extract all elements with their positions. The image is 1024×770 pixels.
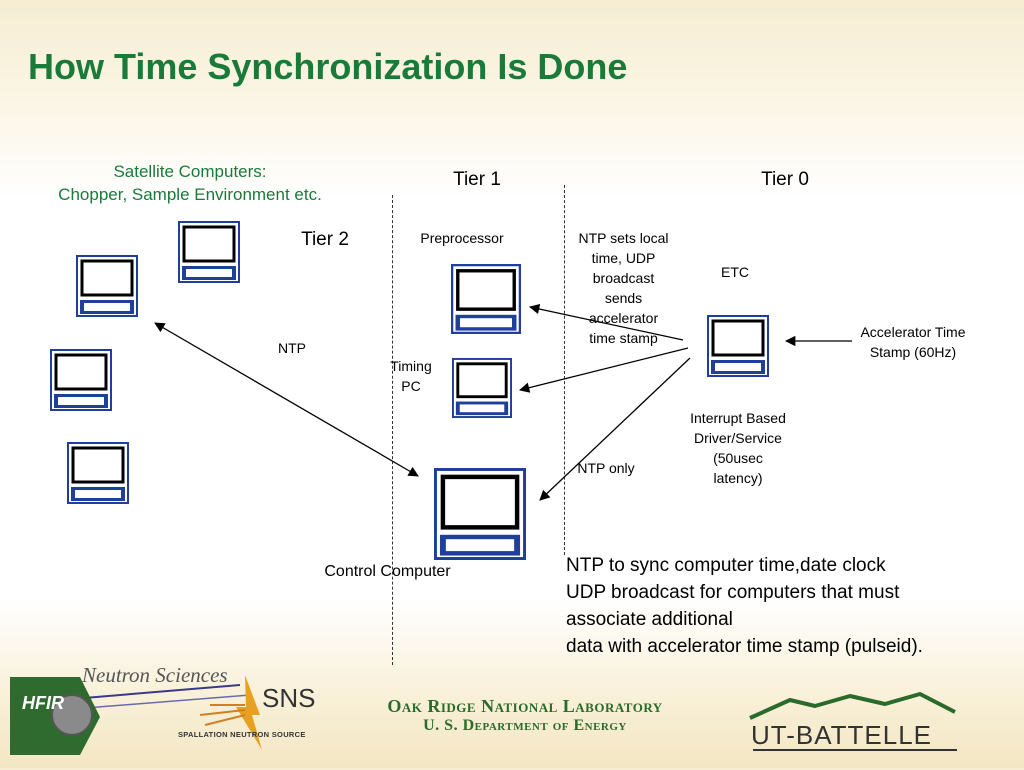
arrow-ntp-satellite-control — [154, 322, 419, 477]
accel-ts-line1: Accelerator Time — [860, 324, 966, 340]
etc-label: ETC — [721, 264, 749, 280]
timing-pc-label-line2: PC — [401, 378, 421, 394]
interrupt-line: Interrupt Based — [690, 410, 786, 426]
neutron-sciences-text: Neutron Sciences — [82, 663, 228, 687]
sync-note-line: UDP broadcast for computers that must — [566, 582, 900, 603]
ut-battelle-mountain-icon — [749, 692, 957, 751]
satellite-computer-3-icon — [50, 349, 112, 411]
ntp-only-label: NTP only — [577, 460, 635, 476]
accelerator-time-stamp-label: Accelerator Time Stamp (60Hz) — [838, 322, 988, 362]
accel-ts-line2: Stamp (60Hz) — [869, 344, 957, 360]
satellite-computer-1-icon — [178, 221, 240, 283]
slide-title: How Time Synchronization Is Done — [28, 46, 628, 87]
ornl-line1: Oak Ridge National Laboratory — [387, 696, 663, 716]
ntp-sets-line: accelerator — [588, 310, 659, 326]
sync-notes: NTP to sync computer time,date clock UDP… — [566, 552, 1016, 660]
control-computer-label: Control Computer — [324, 563, 451, 580]
ntp-sets-line: NTP sets local — [578, 230, 669, 246]
control-computer-icon — [434, 468, 526, 560]
interrupt-line: latency) — [713, 470, 763, 486]
interrupt-line: (50usec — [713, 450, 763, 466]
satellite-computer-4-icon — [67, 442, 129, 504]
sync-note-line: associate additional — [566, 609, 733, 630]
tier-divider-right — [564, 185, 565, 555]
tier0-label: Tier 0 — [761, 169, 809, 190]
tier1-label: Tier 1 — [453, 169, 501, 190]
ntp-sets-line: sends — [604, 290, 643, 306]
interrupt-line: Driver/Service — [694, 430, 782, 446]
ntp-sets-line: time, UDP — [591, 250, 656, 266]
tier2-label: Tier 2 — [301, 229, 349, 250]
sync-note-line: NTP to sync computer time,date clock — [566, 555, 886, 576]
etc-computer-icon — [707, 315, 769, 377]
neutron-sciences-graphic — [10, 675, 262, 755]
interrupt-driver-note: Interrupt Based Driver/Service (50usec l… — [668, 408, 808, 488]
ntp-label: NTP — [278, 340, 306, 356]
arrow-etc-control — [539, 357, 691, 501]
neutron-sciences-logo: Neutron Sciences HFIR SNS SPALLATION NEU… — [0, 655, 320, 765]
sns-text: SNS — [262, 683, 316, 713]
preprocessor-computer-icon — [451, 264, 521, 334]
ornl-line2: U. S. Department of Energy — [423, 717, 627, 734]
ut-battelle-text: UT-BATTELLE — [751, 720, 933, 750]
ut-battelle-logo: UT-BATTELLE — [745, 690, 965, 760]
timing-pc-label: Timing PC — [376, 356, 446, 396]
hfir-text: HFIR — [22, 693, 64, 713]
sns-subtitle: SPALLATION NEUTRON SOURCE — [178, 730, 306, 739]
satellite-computer-2-icon — [76, 255, 138, 317]
ntp-sets-line: time stamp — [589, 330, 658, 346]
satellite-caption-line1: Satellite Computers: — [113, 162, 267, 181]
timing-pc-label-line1: Timing — [390, 358, 432, 374]
arrow-etc-preprocessor — [528, 303, 684, 341]
ntp-sets-line: broadcast — [592, 270, 655, 286]
ornl-footer: Oak Ridge National Laboratory U. S. Depa… — [330, 696, 720, 735]
arrow-etc-timing-pc — [518, 347, 689, 393]
sync-note-line: data with accelerator time stamp (pulsei… — [566, 636, 923, 657]
ntp-sets-note: NTP sets local time, UDP broadcast sends… — [555, 228, 692, 348]
satellite-caption-line2: Chopper, Sample Environment etc. — [58, 185, 322, 204]
timing-pc-computer-icon — [452, 358, 512, 418]
satellite-caption: Satellite Computers: Chopper, Sample Env… — [20, 160, 360, 206]
preprocessor-label: Preprocessor — [420, 230, 504, 246]
